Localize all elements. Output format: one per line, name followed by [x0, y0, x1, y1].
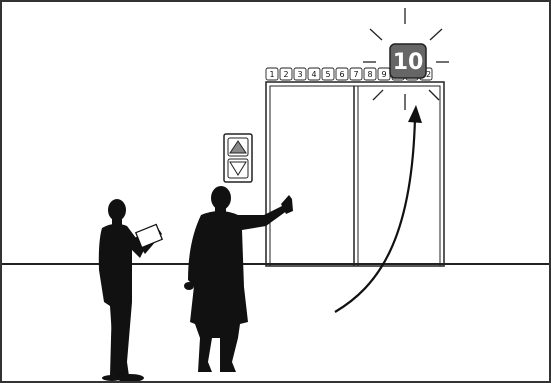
floor-number: 4 [311, 70, 316, 79]
floor-number: 8 [367, 70, 372, 79]
floor-number: 1 [269, 70, 274, 79]
floor-cell: 5 [322, 68, 334, 80]
call-button-panel [224, 134, 252, 182]
floor-cell: 3 [294, 68, 306, 80]
up-button[interactable] [228, 138, 248, 156]
floor-number: 9 [381, 70, 386, 79]
floor-number: 2 [283, 70, 288, 79]
curved-arrow-icon [335, 105, 422, 312]
floor-number: 7 [353, 70, 358, 79]
down-button[interactable] [228, 159, 248, 178]
floor-cell: 9 [378, 68, 390, 80]
floor-cell: 8 [364, 68, 376, 80]
floor-number: 3 [297, 70, 302, 79]
floor-cell: 7 [350, 68, 362, 80]
man-with-clipboard-icon [99, 199, 162, 381]
floor-cell: 1 [266, 68, 278, 80]
floor-cell: 6 [336, 68, 348, 80]
floor-number: 6 [339, 70, 344, 79]
current-floor-number: 10 [393, 50, 424, 75]
floor-cell: 2 [280, 68, 292, 80]
floor-number: 5 [325, 70, 330, 79]
floor-cell: 4 [308, 68, 320, 80]
man-pointing-icon [184, 186, 293, 372]
current-floor-highlight: 10 [363, 8, 449, 110]
